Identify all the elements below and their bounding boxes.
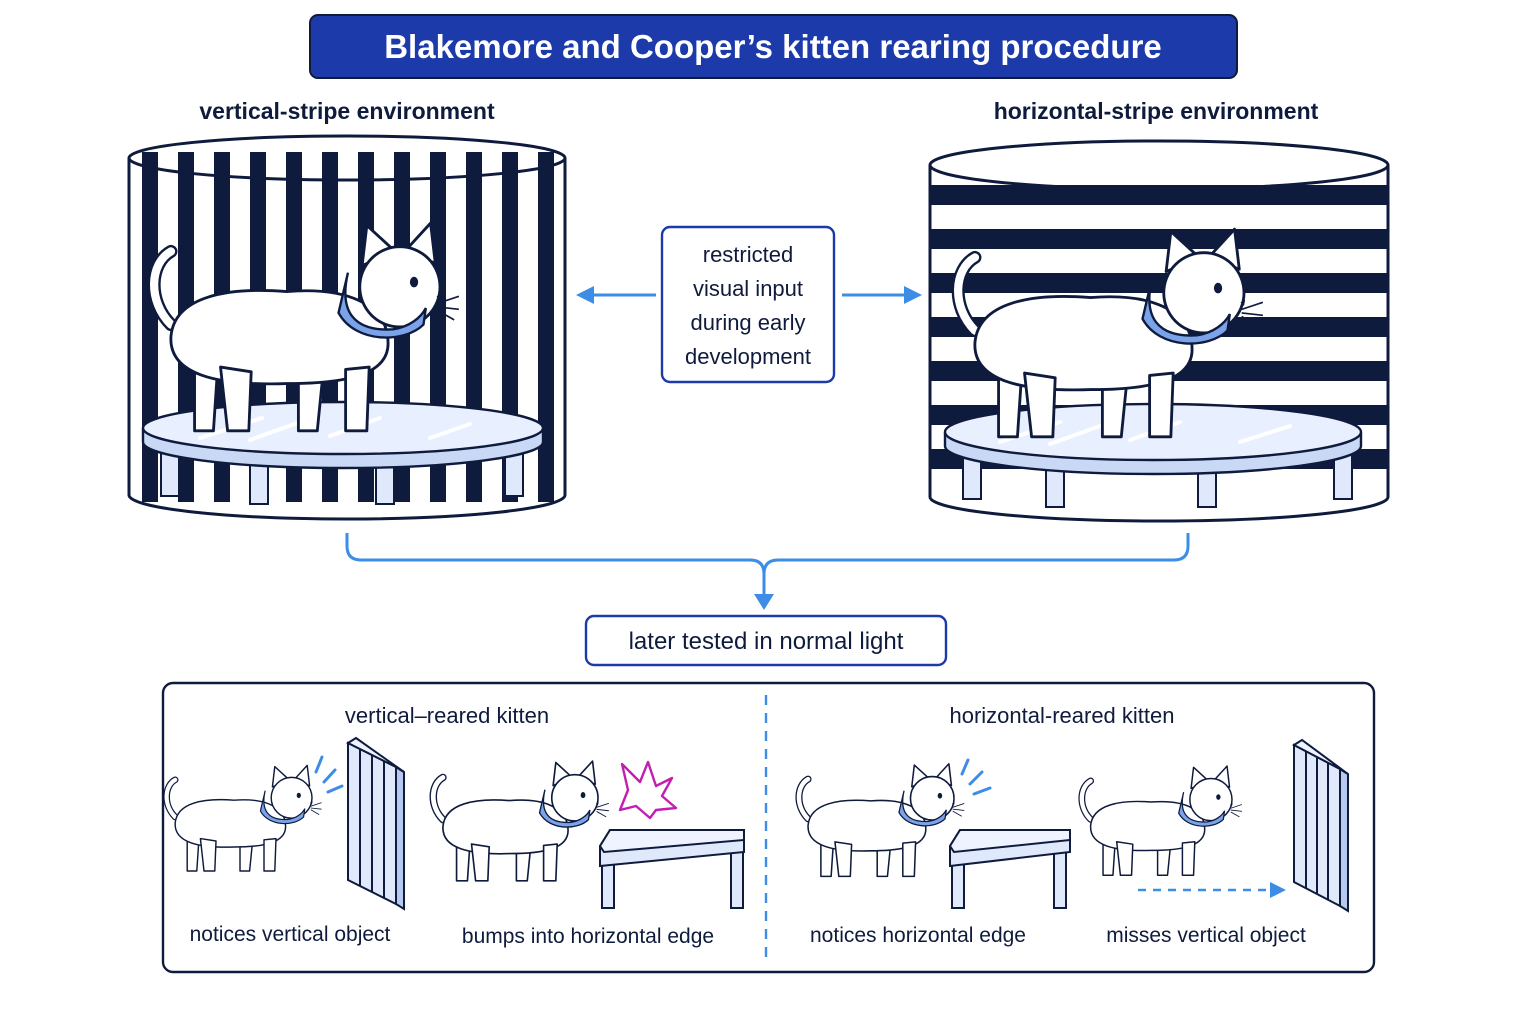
- horizontal-stripe: [930, 273, 1388, 293]
- scene-notices-horizontal-edge: notices horizontal edge: [799, 758, 1071, 947]
- vertical-stripe-panel: [345, 736, 405, 911]
- cat-vertical-environment: [154, 223, 459, 431]
- caption-notices-vertical-object: notices vertical object: [190, 923, 391, 946]
- scene-bumps-into-horizontal-edge: bumps into horizontal edge: [433, 760, 745, 948]
- merge-bracket: [345, 533, 1190, 610]
- center-box-line-2: visual input: [693, 276, 803, 301]
- test-box-label: later tested in normal light: [629, 628, 904, 655]
- center-box-line-4: development: [685, 344, 811, 369]
- horizontal-environment-label: horizontal-stripe environment: [994, 98, 1319, 124]
- table-object: [598, 829, 745, 909]
- test-box: later tested in normal light: [584, 614, 948, 667]
- horizontal-stripe: [930, 229, 1388, 249]
- vertical-reared-heading: vertical–reared kitten: [345, 703, 549, 728]
- horizontal-reared-heading: horizontal-reared kitten: [949, 703, 1174, 728]
- vertical-stripe: [538, 152, 554, 502]
- title-banner: Blakemore and Cooper’s kitten rearing pr…: [309, 14, 1238, 79]
- alert-lines-icon: [960, 758, 992, 796]
- vertical-stripe: [142, 152, 158, 502]
- vertical-stripe-cylinder: [127, 134, 567, 521]
- horizontal-stripe: [930, 185, 1388, 205]
- table-object: [948, 829, 1071, 909]
- scene-misses-vertical-object: misses vertical object: [1082, 738, 1349, 947]
- caption-misses-vertical-object: misses vertical object: [1106, 924, 1306, 947]
- caption-notices-horizontal-edge: notices horizontal edge: [810, 924, 1026, 947]
- center-box-line-1: restricted: [703, 242, 793, 267]
- results-panel: vertical–reared kitten horizontal-reared…: [161, 681, 1376, 974]
- center-box: restricted visual input during early dev…: [660, 225, 836, 384]
- arrow-to-horizontal: [842, 286, 922, 304]
- vertical-stripe-panel: [1291, 738, 1349, 913]
- page-title: Blakemore and Cooper’s kitten rearing pr…: [384, 28, 1162, 65]
- dashed-arrow: [1138, 882, 1286, 898]
- horizontal-stripe-cylinder: [928, 139, 1390, 523]
- arrow-to-vertical: [576, 286, 656, 304]
- vertical-environment-label: vertical-stripe environment: [199, 98, 495, 124]
- alert-lines-icon: [314, 755, 344, 794]
- scene-notices-vertical-object: notices vertical object: [167, 736, 405, 946]
- center-box-line-3: during early: [691, 310, 806, 335]
- collision-burst-icon: [618, 760, 678, 820]
- caption-bumps-into-horizontal-edge: bumps into horizontal edge: [462, 925, 714, 948]
